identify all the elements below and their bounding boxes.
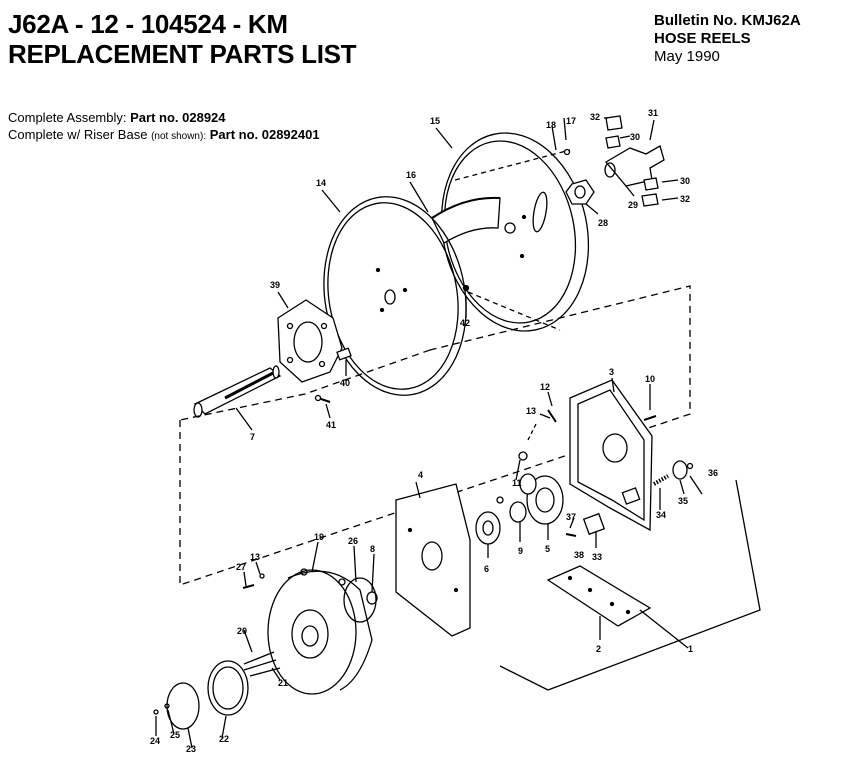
riser-base-label: Complete w/ Riser Base [8, 127, 148, 142]
callout-6: 6 [484, 564, 489, 574]
callout-24: 24 [150, 736, 160, 746]
callout-17: 17 [566, 116, 576, 126]
callout-42: 42 [460, 318, 470, 328]
callout-25: 25 [170, 730, 180, 740]
callout-15: 15 [430, 116, 440, 126]
callout-32a: 32 [590, 112, 600, 122]
callout-13b: 13 [250, 552, 260, 562]
callout-8: 8 [370, 544, 375, 554]
callout-2: 2 [596, 644, 601, 654]
callout-35: 35 [678, 496, 688, 506]
gear-housing-part [267, 569, 357, 695]
page-title: J62A - 12 - 104524 - KM [8, 9, 288, 39]
bulletin-number: Bulletin No. KMJ62A [654, 12, 801, 29]
callout-18: 18 [546, 120, 556, 130]
callout-11: 11 [512, 478, 522, 488]
base-plate-part [546, 565, 652, 627]
callout-16: 16 [406, 170, 416, 180]
callout-41: 41 [326, 420, 336, 430]
callout-36: 36 [708, 468, 718, 478]
callout-32b: 32 [680, 194, 690, 204]
callout-39: 39 [270, 280, 280, 290]
bulletin-block: Bulletin No. KMJ62A HOSE REELS May 1990 [654, 12, 801, 66]
callout-40: 40 [340, 378, 350, 388]
callout-33: 33 [592, 552, 602, 562]
riser-base-part: Part no. 02892401 [209, 127, 320, 142]
callout-7: 7 [250, 432, 255, 442]
callout-26: 26 [348, 536, 358, 546]
callout-37: 37 [566, 512, 576, 522]
callout-30b: 30 [680, 176, 690, 186]
hub-flange-part [277, 299, 343, 383]
callout-9: 9 [518, 546, 523, 556]
callout-29: 29 [628, 200, 638, 210]
callout-1: 1 [688, 644, 693, 654]
callout-3: 3 [609, 367, 614, 377]
riser-base-line: Complete w/ Riser Base (not shown): Part… [8, 127, 320, 145]
callout-38: 38 [574, 550, 584, 560]
rear-flange-part [440, 132, 590, 332]
product-name: HOSE REELS [654, 30, 751, 47]
callout-22: 22 [219, 734, 229, 744]
page-subtitle: REPLACEMENT PARTS LIST [8, 39, 357, 69]
complete-assembly-label: Complete Assembly: [8, 110, 127, 125]
callout-34: 34 [656, 510, 666, 520]
callout-19: 19 [314, 532, 324, 542]
riser-base-note: (not shown): [151, 131, 207, 142]
callout-4: 4 [418, 470, 423, 480]
callout-13a: 13 [526, 406, 536, 416]
bulletin-date: May 1990 [654, 48, 720, 65]
complete-assembly-line: Complete Assembly: Part no. 028924 [8, 110, 226, 126]
callout-23: 23 [186, 744, 196, 754]
callout-30a: 30 [630, 132, 640, 142]
callout-14: 14 [316, 178, 326, 188]
callout-5: 5 [545, 544, 550, 554]
complete-assembly-part: Part no. 028924 [130, 110, 226, 125]
motor-plate-part [395, 483, 471, 637]
callout-31: 31 [648, 108, 658, 118]
callout-27: 27 [236, 562, 246, 572]
callout-28: 28 [598, 218, 608, 228]
callout-10: 10 [645, 374, 655, 384]
callout-20: 20 [237, 626, 247, 636]
callout-12: 12 [540, 382, 550, 392]
callout-21: 21 [278, 678, 288, 688]
front-flange-part [323, 196, 467, 396]
